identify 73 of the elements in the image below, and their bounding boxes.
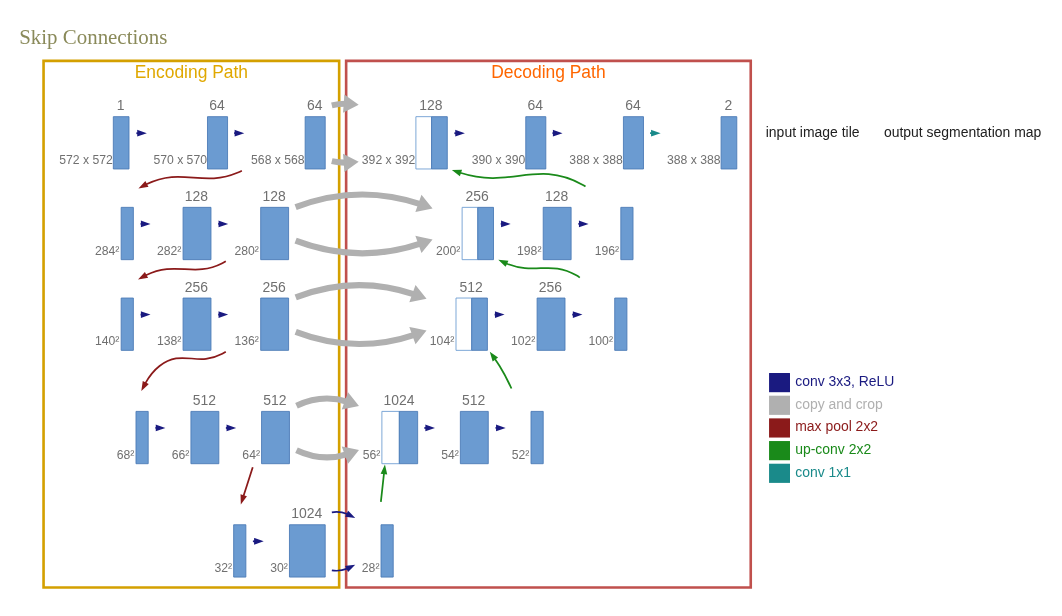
node-label: 136² [234,333,259,348]
node-label: 64 [209,96,225,113]
node-label: 64 [306,96,323,113]
node-label: 512 [462,391,486,408]
node-label: 2 [724,96,733,113]
arrow [154,424,166,431]
arrow [494,424,506,431]
node-label: 1024 [383,391,415,408]
node-label: 52² [511,447,530,462]
arrow [295,391,359,464]
arrow [294,191,433,256]
arrow [498,259,581,278]
node-label: 196² [594,243,620,258]
node-label: 128 [184,187,209,204]
node-label: 198² [517,243,542,258]
node-label: 28² [361,560,380,575]
node-label: 102² [510,333,536,348]
arrow [489,351,513,389]
arrow [138,259,227,279]
node-label: 30² [270,560,288,575]
node-label: 388 x 388 [667,152,721,167]
node-label: 100² [588,333,613,348]
legend-label: conv 3x3, ReLU [795,372,895,389]
node-label: 128 [419,96,443,113]
node-label: 68² [116,447,135,462]
arrow [577,220,589,227]
node-label: 512 [192,391,216,408]
arrow [451,169,587,187]
legend-label: copy and crop [795,395,883,412]
node-label: 104² [429,333,455,348]
node-label: 572 x 572 [59,152,113,167]
node-label: 64 [625,96,641,113]
node-label: 256 [184,278,209,295]
node-label: 64² [242,447,260,462]
node-label: 282² [156,243,182,258]
arrow [138,169,243,188]
node-label: 570 x 570 [153,152,207,167]
node-label: 390 x 390 [471,152,526,167]
node-label: 280² [234,243,259,258]
node-label: 392 x 392 [361,152,416,167]
arrow [217,220,229,227]
arrow [380,464,388,503]
arrow [233,129,245,137]
node-label: 568 x 568 [251,152,305,167]
arrow [551,129,563,137]
node-label: 128 [262,187,286,204]
label: output segmentation map [883,123,1042,140]
node-label: 64 [527,96,544,113]
node-label: 512 [459,278,483,295]
node-label: 388 x 388 [569,152,623,167]
node-label: 140² [95,333,120,348]
label: Skip Connections [19,24,168,49]
node-label: 256 [262,278,286,295]
node-label: 128 [544,187,569,204]
legend-label: max pool 2x2 [795,417,879,434]
arrow [141,350,227,391]
node-label: 256 [465,187,489,204]
node-label: 32² [214,560,233,575]
node-label: 138² [156,333,182,348]
node-label: 1 [116,96,125,113]
node-label: 284² [95,243,120,258]
node-label: 512 [263,391,287,408]
arrow [240,465,254,504]
node-label: 66² [171,447,190,462]
legend-label: conv 1x1 [795,463,852,480]
node-label: 54² [441,447,459,462]
node-label: 1024 [291,504,323,521]
label: input image tile [765,123,860,140]
node-label: 56² [362,447,381,462]
arrow [294,281,427,347]
node-label: 256 [538,278,563,295]
legend-label: up-conv 2x2 [795,440,872,457]
node-label: 200² [435,243,461,258]
